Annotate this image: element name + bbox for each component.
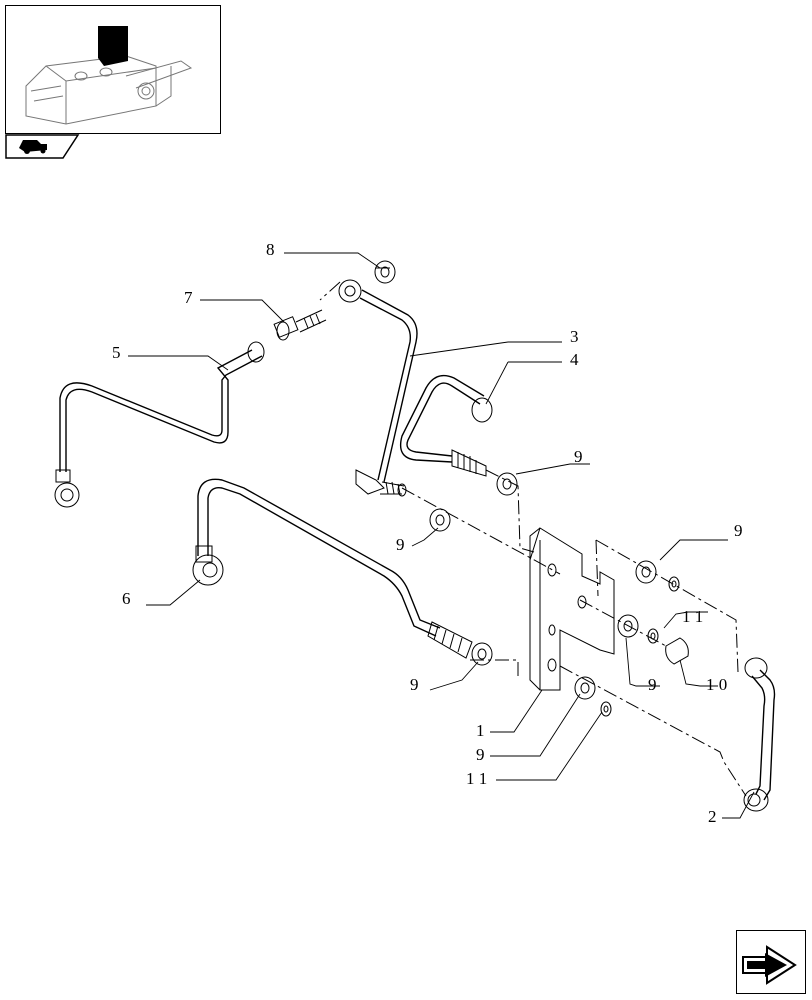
tractor-housing-thumbnail-icon	[25, 26, 193, 125]
callout-7: 7	[184, 288, 193, 307]
plug-part-10	[665, 637, 689, 665]
callout-leader-lines	[128, 252, 755, 819]
seal-ring-part-11	[600, 576, 680, 717]
washer-part-8	[374, 260, 396, 284]
callout-10: 1 0	[706, 675, 727, 694]
pipe-part-3	[338, 279, 418, 497]
pipe-part-4	[399, 374, 493, 477]
callout-5: 5	[112, 343, 121, 362]
callout-9-bottom-left: 9	[410, 675, 419, 694]
next-page-button[interactable]	[736, 930, 806, 994]
callout-3: 3	[570, 327, 579, 346]
bracket-part-1	[529, 527, 615, 691]
callout-9-right: 9	[734, 521, 743, 540]
callout-9-left: 9	[396, 535, 405, 554]
washer-part-9	[429, 472, 657, 700]
pipe-part-2	[743, 657, 776, 812]
pipe-part-5	[54, 341, 265, 508]
callout-1: 1	[476, 721, 485, 740]
fitting-part-7	[273, 309, 327, 341]
callout-labels: 8 7 5 3 4 9 9 9 6 1 1 1 0 9 9 1 9 1 1 2	[112, 240, 743, 826]
callout-11-upper: 1 1	[682, 607, 703, 626]
callout-9-upper: 9	[574, 447, 583, 466]
pipe-part-6	[192, 478, 473, 659]
callout-2: 2	[708, 807, 717, 826]
callout-8: 8	[266, 240, 275, 259]
overview-thumbnail	[5, 5, 221, 134]
next-page-arrow-icon	[742, 945, 797, 985]
callout-9-mid: 9	[648, 675, 657, 694]
callout-4: 4	[570, 350, 579, 369]
tractor-tab-icon	[19, 140, 47, 154]
assembly-center-lines	[319, 267, 747, 797]
callout-6: 6	[122, 589, 131, 608]
thumbnail-tab	[5, 134, 80, 159]
callout-11-bottom: 1 1	[466, 769, 487, 788]
callout-9-bottom: 9	[476, 745, 485, 764]
